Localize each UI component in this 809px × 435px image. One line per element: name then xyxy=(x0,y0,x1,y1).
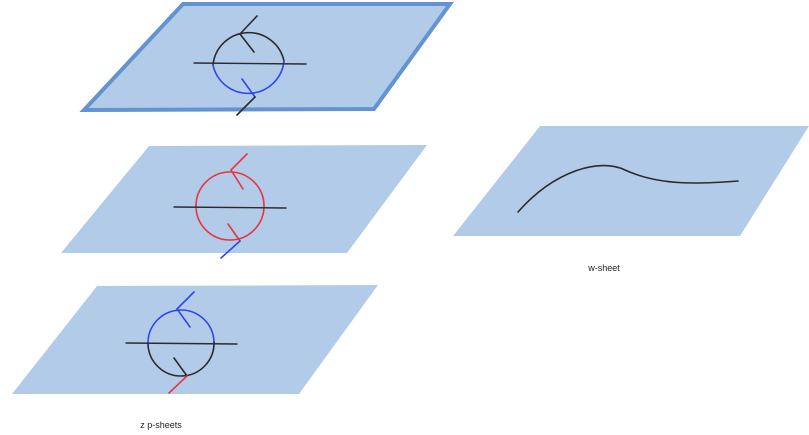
p-sheet-top xyxy=(79,2,454,116)
p-sheet-top-branch-lower-tail xyxy=(236,96,256,116)
p-sheets-label: z p-sheets xyxy=(140,420,182,430)
p-sheet-top-plane xyxy=(79,2,454,113)
w-sheet-plane xyxy=(453,126,809,236)
p-sheet-middle-cut-line xyxy=(173,206,287,209)
w-sheet xyxy=(453,126,809,236)
p-sheet-middle-branch-upper xyxy=(229,153,248,190)
p-sheet-bottom-plane xyxy=(12,285,378,394)
p-sheet-bottom-branch-upper xyxy=(175,291,195,328)
p-sheet-bottom-branch-lower-tail xyxy=(168,375,188,394)
p-sheet-top-branch-lower-inner xyxy=(241,78,256,98)
p-sheet-top-cut-line xyxy=(193,62,307,65)
p-sheet-middle-plane xyxy=(61,145,427,253)
p-sheet-top-arc-lower xyxy=(212,60,285,95)
p-sheet-middle-branch-lower-inner xyxy=(227,223,241,242)
p-sheet-bottom xyxy=(12,285,378,394)
p-sheet-middle-circle xyxy=(195,171,265,241)
p-sheet-bottom-branch-lower-inner xyxy=(173,357,188,377)
w-sheet-label: w-sheet xyxy=(587,263,620,273)
p-sheet-middle-branch-lower-tail xyxy=(220,240,241,259)
p-sheet-top-arc-upper xyxy=(212,31,285,66)
w-sheet-curve xyxy=(517,164,739,213)
p-sheet-top-branch-upper xyxy=(238,15,258,53)
p-sheet-middle xyxy=(61,145,427,259)
p-sheet-bottom-arc-lower xyxy=(147,341,215,377)
p-sheet-bottom-arc-upper xyxy=(147,309,215,345)
p-sheet-bottom-cut-line xyxy=(125,342,238,345)
